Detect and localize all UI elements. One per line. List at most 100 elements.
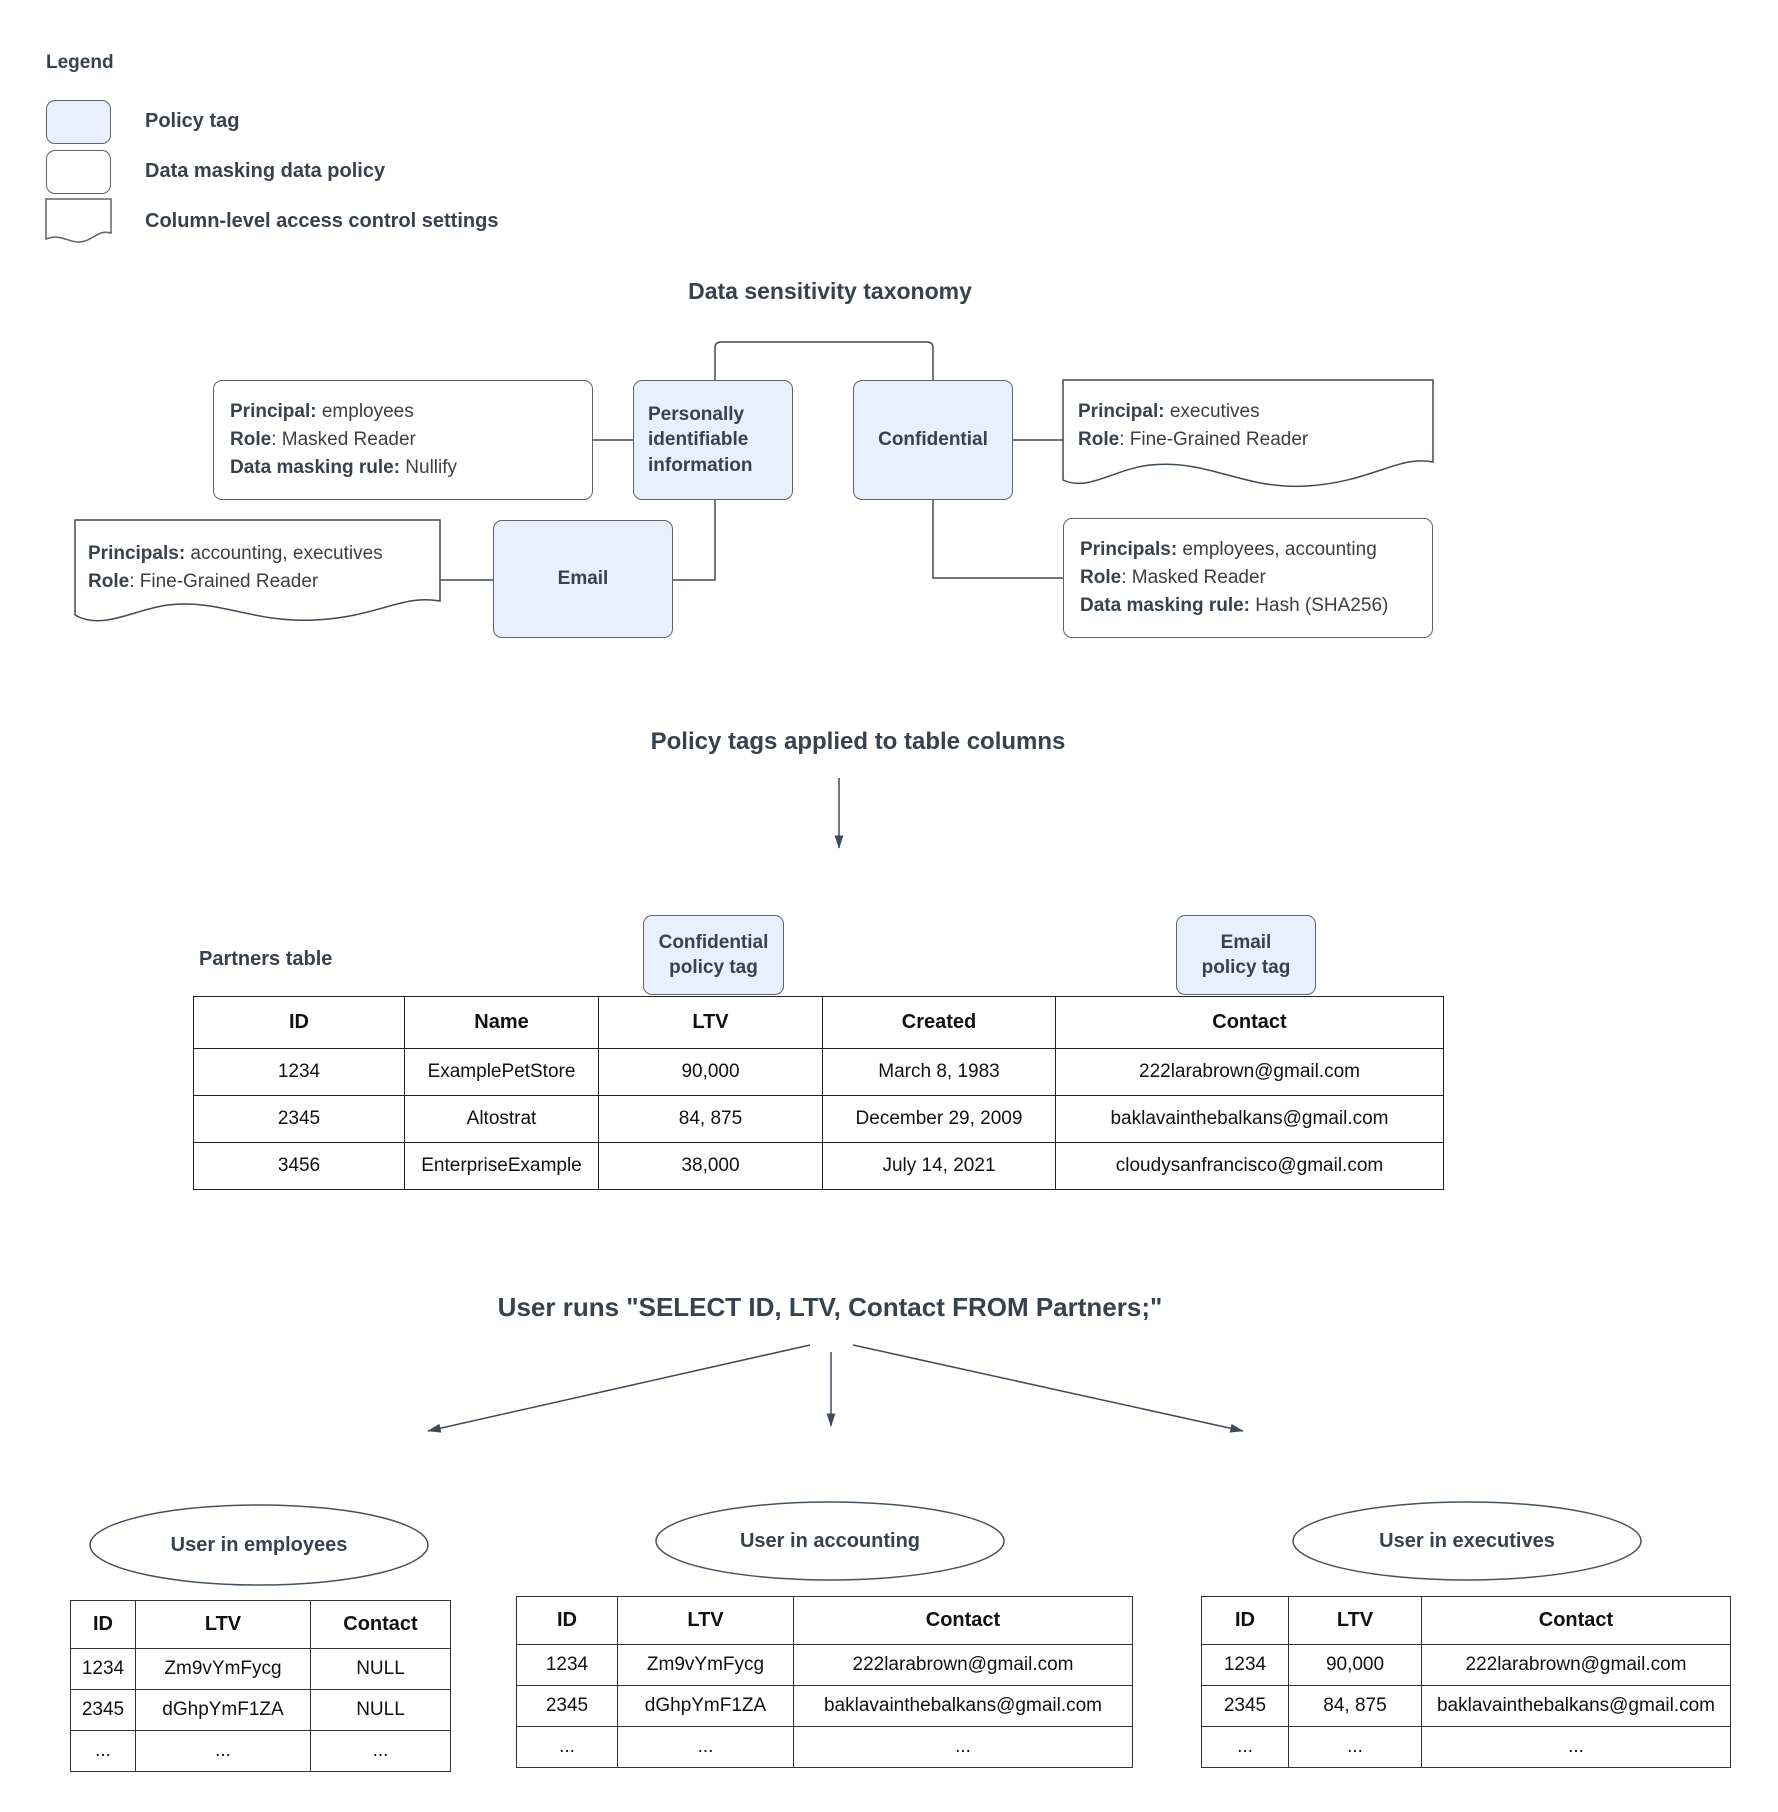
- table-cell: March 8, 1983: [822, 1048, 1056, 1096]
- column-header: Contact: [310, 1600, 451, 1649]
- table-row: 1234 Zm9vYmFycg 222larabrown@gmail.com: [516, 1644, 1133, 1686]
- nullify-policy-box: Principal: employees Role: Masked Reader…: [213, 380, 593, 500]
- policy-line: Data masking rule: Hash (SHA256): [1080, 595, 1389, 616]
- executives-result-table: ID LTV Contact 1234 90,000 222larabrown@…: [1201, 1596, 1731, 1768]
- column-header: Contact: [1055, 996, 1444, 1049]
- policy-line: Role: Masked Reader: [1080, 567, 1266, 588]
- table-cell: 2345: [516, 1685, 618, 1727]
- table-cell: cloudysanfrancisco@gmail.com: [1055, 1142, 1444, 1190]
- employees-group-label: User in employees: [170, 1533, 348, 1556]
- column-header: Created: [822, 996, 1056, 1049]
- column-header: LTV: [1288, 1596, 1422, 1645]
- legend-item-access-control: Column-level access control settings: [145, 210, 499, 232]
- table-cell: Zm9vYmFycg: [617, 1644, 794, 1686]
- table-cell: 222larabrown@gmail.com: [1055, 1048, 1444, 1096]
- accounting-group-label: User in accounting: [739, 1529, 921, 1552]
- table-cell: 90,000: [598, 1048, 823, 1096]
- table-cell: ...: [310, 1730, 451, 1772]
- table-cell: baklavainthebalkans@gmail.com: [1421, 1685, 1731, 1727]
- email-policy-tag: Email: [493, 520, 673, 638]
- table-cell: ...: [135, 1730, 311, 1772]
- table-cell: 1234: [516, 1644, 618, 1686]
- table-cell: July 14, 2021: [822, 1142, 1056, 1190]
- table-cell: December 29, 2009: [822, 1095, 1056, 1143]
- table-cell: Zm9vYmFycg: [135, 1648, 311, 1690]
- data-masking-policy-swatch: [46, 150, 111, 194]
- table-cell: ...: [1288, 1726, 1422, 1768]
- column-header: LTV: [135, 1600, 311, 1649]
- table-cell: ...: [793, 1726, 1133, 1768]
- table-cell: ...: [70, 1730, 136, 1772]
- table-cell: ...: [516, 1726, 618, 1768]
- policy-line: Principals: employees, accounting: [1080, 539, 1377, 560]
- table-row: 2345 Altostrat 84, 875 December 29, 2009…: [193, 1095, 1444, 1143]
- column-header: Name: [404, 996, 599, 1049]
- table-row: ... ... ...: [1201, 1726, 1731, 1768]
- policy-line: Principals: accounting, executives: [88, 543, 383, 564]
- policy-line: Principal: employees: [230, 401, 414, 422]
- pii-policy-tag: Personally identifiable information: [633, 380, 793, 500]
- table-cell: baklavainthebalkans@gmail.com: [793, 1685, 1133, 1727]
- access-control-swatch: [45, 198, 112, 243]
- partners-table: ID Name LTV Created Contact 1234 Example…: [193, 996, 1444, 1190]
- policy-line: Data masking rule: Nullify: [230, 457, 458, 478]
- legend-item-data-masking: Data masking data policy: [145, 160, 386, 182]
- table-row: 2345 dGhpYmF1ZA NULL: [70, 1689, 451, 1731]
- table-cell: EnterpriseExample: [404, 1142, 599, 1190]
- accounting-result-table: ID LTV Contact 1234 Zm9vYmFycg 222larabr…: [516, 1596, 1133, 1768]
- policy-tag-swatch: [46, 100, 111, 144]
- tag-line: Email: [1220, 931, 1272, 953]
- table-row: 2345 dGhpYmF1ZA baklavainthebalkans@gmai…: [516, 1685, 1133, 1727]
- table-cell: 3456: [193, 1142, 405, 1190]
- table-row: 1234 90,000 222larabrown@gmail.com: [1201, 1644, 1731, 1686]
- column-header: Contact: [793, 1596, 1133, 1645]
- table-cell: NULL: [310, 1689, 451, 1731]
- column-header: LTV: [598, 996, 823, 1049]
- table-row: 2345 84, 875 baklavainthebalkans@gmail.c…: [1201, 1685, 1731, 1727]
- table-cell: ...: [1421, 1726, 1731, 1768]
- arrow-to-employees: [427, 1344, 811, 1433]
- policy-line: Role: Fine-Grained Reader: [88, 571, 319, 592]
- table-cell: dGhpYmF1ZA: [617, 1685, 794, 1727]
- column-header: ID: [70, 1600, 136, 1649]
- table-cell: NULL: [310, 1648, 451, 1690]
- arrow-to-executives: [852, 1344, 1244, 1433]
- table-cell: baklavainthebalkans@gmail.com: [1055, 1095, 1444, 1143]
- policy-line: Role: Fine-Grained Reader: [1078, 429, 1309, 450]
- table-cell: 1234: [70, 1648, 136, 1690]
- taxonomy-root-connector: [714, 341, 934, 380]
- confidential-column-tag: Confidential policy tag: [643, 915, 784, 995]
- table-cell: ...: [1201, 1726, 1289, 1768]
- taxonomy-title: Data sensitivity taxonomy: [688, 278, 972, 304]
- legend-title: Legend: [46, 52, 114, 73]
- table-cell: 2345: [193, 1095, 405, 1143]
- table-cell: ...: [617, 1726, 794, 1768]
- applied-title: Policy tags applied to table columns: [650, 728, 1066, 755]
- tag-line: policy tag: [1201, 957, 1291, 978]
- column-header: ID: [516, 1596, 618, 1645]
- table-cell: 1234: [193, 1048, 405, 1096]
- table-cell: 84, 875: [1288, 1685, 1422, 1727]
- table-cell: 222larabrown@gmail.com: [793, 1644, 1133, 1686]
- table-row: 1234 ExamplePetStore 90,000 March 8, 198…: [193, 1048, 1444, 1096]
- table-row: 1234 Zm9vYmFycg NULL: [70, 1648, 451, 1690]
- table-cell: ExamplePetStore: [404, 1048, 599, 1096]
- column-header: LTV: [617, 1596, 794, 1645]
- column-header: Contact: [1421, 1596, 1731, 1645]
- tag-line: Confidential: [658, 931, 769, 953]
- confidential-policy-tag: Confidential: [853, 380, 1013, 500]
- table-cell: Altostrat: [404, 1095, 599, 1143]
- partners-table-label: Partners table: [199, 948, 333, 970]
- table-cell: 2345: [1201, 1685, 1289, 1727]
- table-row: ... ... ...: [70, 1730, 451, 1772]
- tag-line: policy tag: [669, 957, 758, 978]
- table-cell: 2345: [70, 1689, 136, 1731]
- column-header: ID: [193, 996, 405, 1049]
- policy-line: Role: Masked Reader: [230, 429, 416, 450]
- email-column-tag: Email policy tag: [1176, 915, 1316, 995]
- connector-pii-email: [673, 500, 716, 581]
- employees-result-table: ID LTV Contact 1234 Zm9vYmFycg NULL 2345…: [70, 1600, 451, 1772]
- query-title: User runs "SELECT ID, LTV, Contact FROM …: [497, 1292, 1163, 1322]
- table-cell: 84, 875: [598, 1095, 823, 1143]
- hash-policy-box: Principals: employees, accounting Role: …: [1063, 518, 1433, 638]
